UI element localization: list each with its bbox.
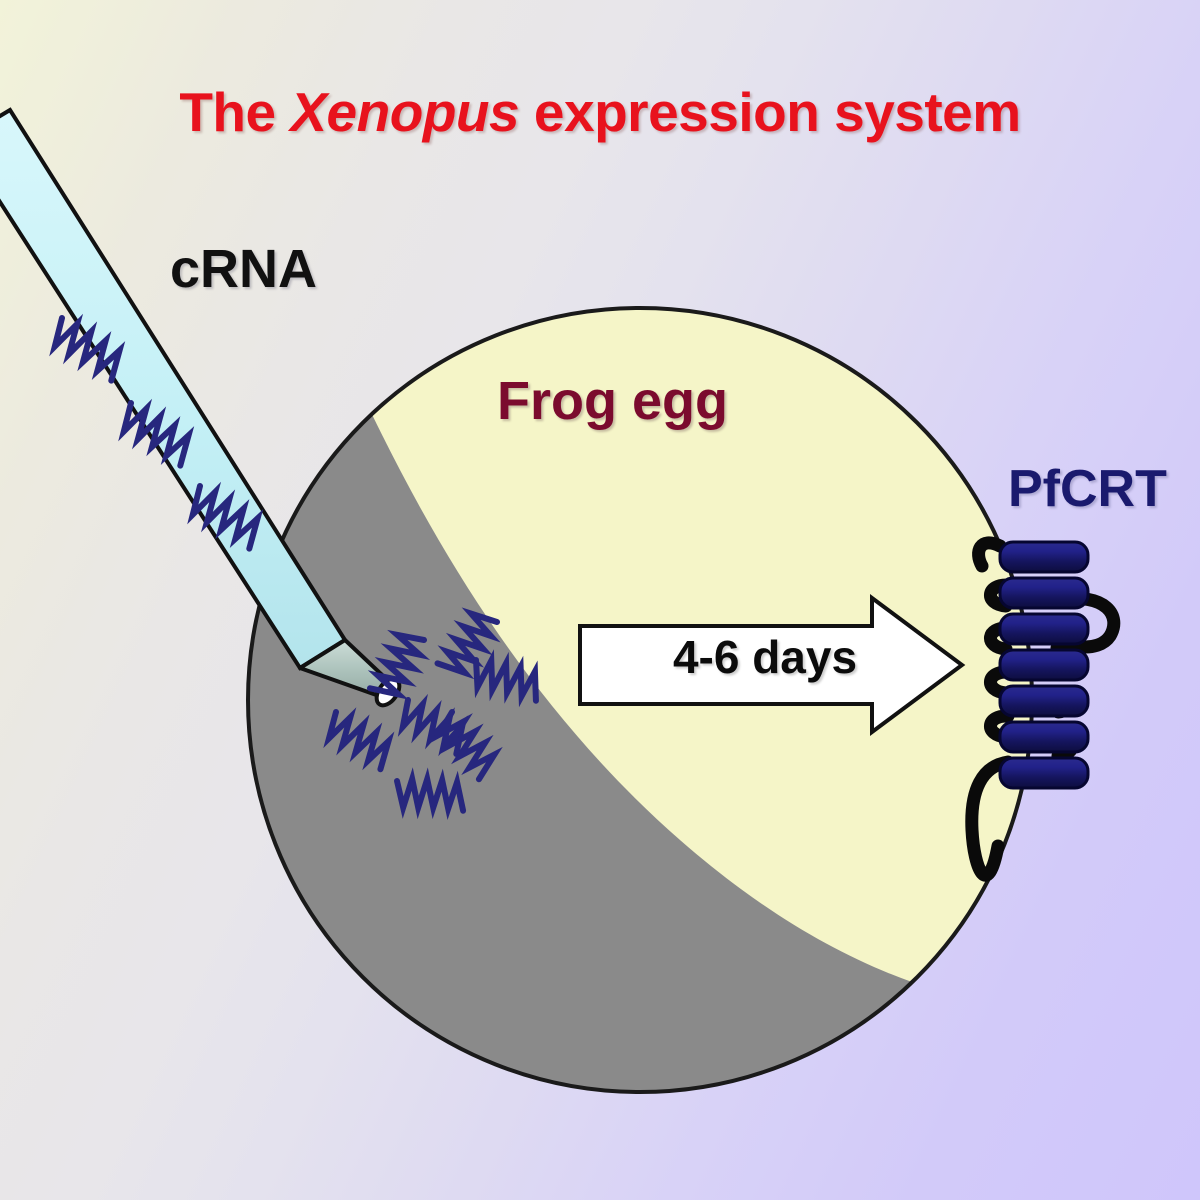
page-title: The Xenopus expression system: [0, 80, 1200, 144]
title-suffix: expression system: [519, 81, 1021, 143]
pipette-barrel: [0, 107, 348, 671]
crna-squiggle: [367, 629, 431, 700]
pfcrt-transmembrane-protein: [965, 536, 1121, 882]
crna-squiggle: [118, 398, 195, 469]
time-arrow-shape: [578, 594, 966, 736]
label-crna: cRNA: [170, 239, 318, 299]
pfcrt-helix-3: [998, 612, 1090, 646]
pfcrt-n-terminus: [972, 536, 1007, 573]
crna-squiggle: [49, 313, 126, 384]
crna-squiggle: [187, 481, 264, 552]
pipette-rna-strands: [49, 313, 264, 552]
crna-squiggle: [429, 709, 503, 783]
pfcrt-helix-7: [998, 756, 1090, 790]
label-frog-egg: Frog egg: [497, 371, 728, 431]
pfcrt-helix-1: [998, 540, 1090, 574]
crna-squiggle: [394, 767, 467, 821]
crna-squiggle: [473, 649, 539, 708]
micro-injection-pipette: [0, 107, 402, 708]
crna-squiggle: [434, 607, 501, 680]
pfcrt-helix-6: [998, 720, 1090, 754]
title-prefix: The: [179, 81, 291, 143]
pfcrt-helix-5: [998, 684, 1090, 718]
pfcrt-helix-2: [998, 576, 1090, 610]
time-arrow: [578, 594, 966, 736]
crna-squiggle: [323, 707, 395, 773]
pfcrt-helix-4: [998, 648, 1090, 682]
label-duration: 4-6 days: [672, 631, 858, 683]
label-pfcrt: PfCRT: [1008, 460, 1167, 518]
title-species: Xenopus: [290, 81, 520, 143]
released-crna-group: [323, 607, 539, 821]
pfcrt-c-terminus: [965, 755, 1015, 882]
pfcrt-helices: [998, 540, 1090, 790]
